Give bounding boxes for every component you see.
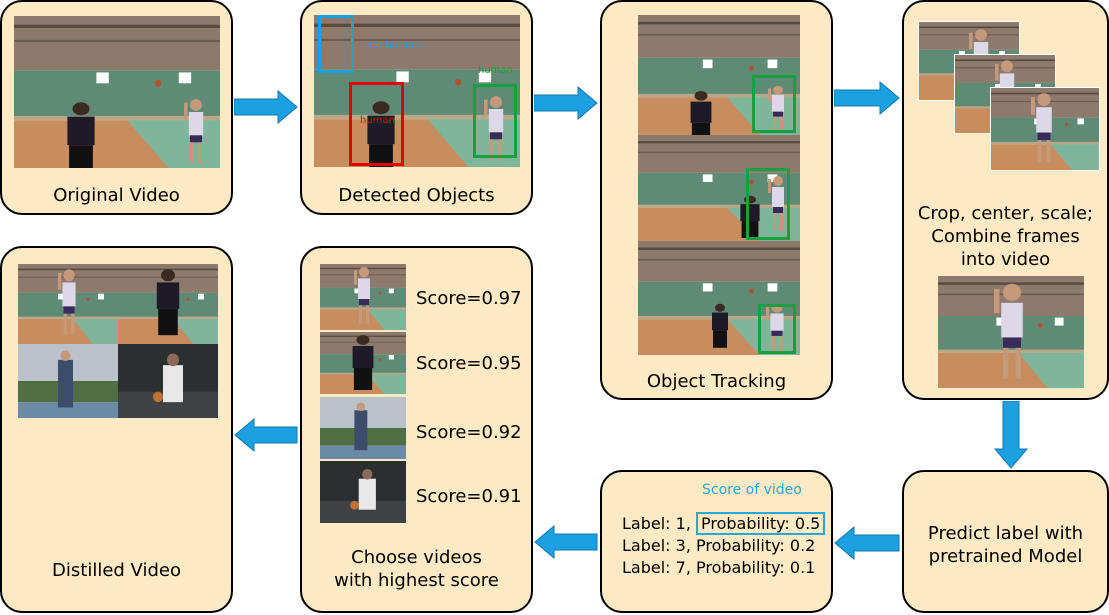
arrow-crop-to-predict <box>994 401 1028 469</box>
detected-objects-box: not human human human Detected Objects <box>300 0 533 215</box>
arrow-choose-to-distilled <box>234 418 298 452</box>
detection-label-human-red: human <box>360 115 395 126</box>
combined-video-frame <box>938 276 1084 388</box>
detection-box-human-red <box>349 82 404 166</box>
prediction-probability-3: Probability: 0.1 <box>696 558 816 577</box>
arrow-detected-to-tracking <box>534 86 598 120</box>
detection-label-not-human: not human <box>366 40 421 51</box>
prediction-probability-2: Probability: 0.2 <box>696 536 816 555</box>
score-of-video-caption: Score of video <box>702 482 802 498</box>
arrow-scores-to-choose <box>534 525 598 559</box>
choose-frame-1 <box>320 264 406 330</box>
tracking-box-2 <box>746 168 790 240</box>
choose-frame-4 <box>320 461 406 523</box>
crop-combine-box: Crop, center, scale; Combine frames into… <box>902 0 1109 400</box>
detection-box-human-green <box>473 84 517 158</box>
arrow-original-to-detected <box>234 90 298 124</box>
original-video-box: Original Video <box>0 0 233 215</box>
choose-frame-3 <box>320 397 406 459</box>
object-tracking-box: Object Tracking <box>600 0 833 400</box>
choose-label-line-1: Choose videos <box>351 547 482 568</box>
prediction-row-3: Label: 7, Probability: 0.1 <box>622 557 815 578</box>
score-1: Score=0.97 <box>416 288 522 309</box>
tracking-box-1 <box>752 75 796 133</box>
score-4: Score=0.91 <box>416 486 522 507</box>
predict-label-line-2: pretrained Model <box>928 546 1083 567</box>
tracking-box-3 <box>758 304 796 354</box>
arrow-tracking-to-crop <box>834 81 900 115</box>
score-2: Score=0.95 <box>416 353 522 374</box>
crop-label-line-3: into video <box>960 249 1051 270</box>
prediction-probability-1: Probability: 0.5 <box>696 512 826 535</box>
distilled-frame-1 <box>18 264 118 344</box>
distilled-frame-4 <box>118 344 218 418</box>
prediction-label-1: Label: 1, <box>622 514 691 533</box>
detected-objects-label: Detected Objects <box>338 185 495 206</box>
arrow-predict-to-scores <box>834 526 900 560</box>
original-video-frame <box>14 16 220 168</box>
object-tracking-label: Object Tracking <box>646 371 787 392</box>
prediction-scores-box: Score of video Label: 1, Probability: 0.… <box>600 470 833 613</box>
detection-box-not-human <box>318 15 354 73</box>
prediction-label-2: Label: 3, <box>622 536 691 555</box>
detection-label-human-green: human <box>478 65 513 76</box>
distilled-frame-3 <box>18 344 118 418</box>
crop-frame-3 <box>990 87 1100 171</box>
predict-label-line-1: Predict label with <box>927 523 1084 544</box>
crop-label-line-1: Crop, center, scale; <box>917 203 1094 224</box>
score-3: Score=0.92 <box>416 422 522 443</box>
prediction-row-2: Label: 3, Probability: 0.2 <box>622 535 815 556</box>
prediction-label-3: Label: 7, <box>622 558 691 577</box>
choose-frame-2 <box>320 332 406 394</box>
choose-videos-box: Score=0.97 Score=0.95 Score=0.92 Score=0… <box>300 246 533 613</box>
prediction-row-1: Label: 1, Probability: 0.5 <box>622 512 826 535</box>
predict-label-box: Predict label with pretrained Model <box>902 470 1109 613</box>
distilled-video-box: Distilled Video <box>0 246 233 613</box>
crop-label-line-2: Combine frames <box>931 226 1080 247</box>
choose-label-line-2: with highest score <box>334 570 499 591</box>
original-video-label: Original Video <box>53 185 180 206</box>
distilled-video-label: Distilled Video <box>52 560 181 581</box>
distilled-frame-2 <box>118 264 218 344</box>
